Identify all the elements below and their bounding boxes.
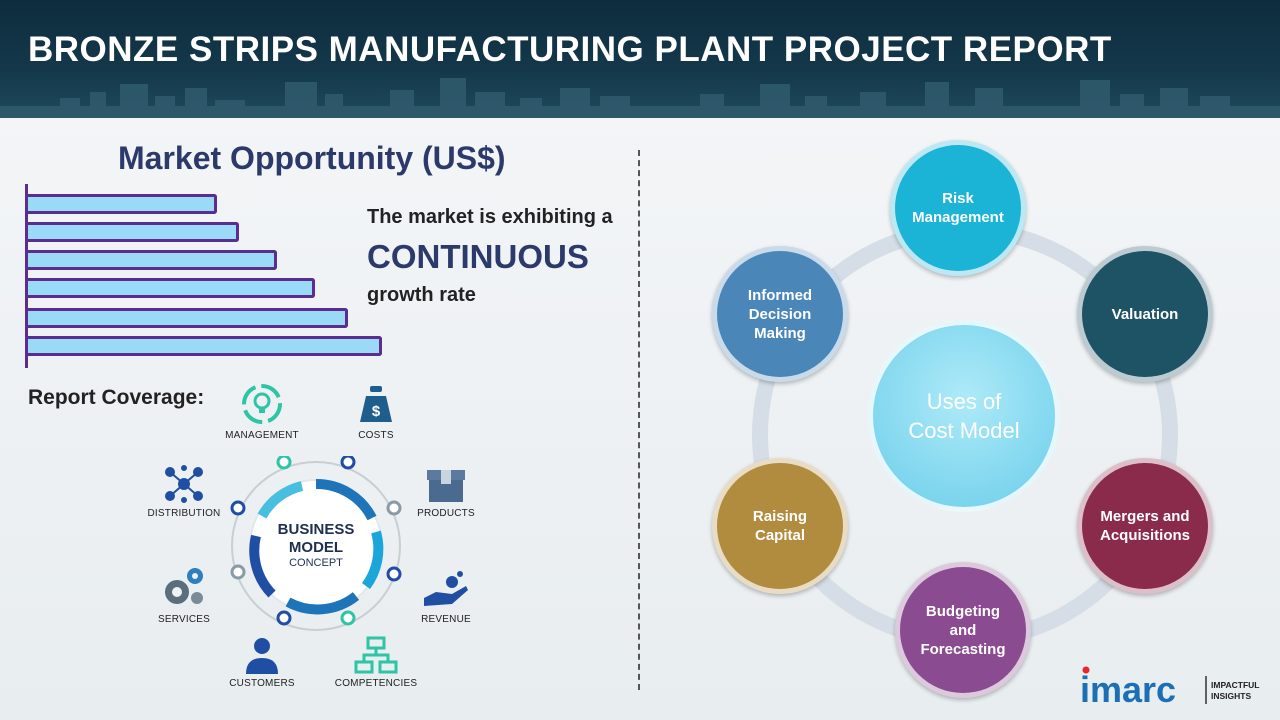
node-label: Risk: [942, 190, 974, 207]
box-icon: [427, 470, 465, 502]
header-banner: BRONZE STRIPS MANUFACTURING PLANT PROJEC…: [0, 0, 1280, 118]
market-opportunity-heading: Market Opportunity (US$): [118, 140, 506, 176]
person-icon: [246, 638, 278, 674]
bm-center-line3: CONCEPT: [289, 557, 343, 569]
coverage-item-distribution: DISTRIBUTION: [124, 464, 244, 519]
hand-coins-icon: [424, 571, 468, 606]
coverage-label: CUSTOMERS: [229, 678, 295, 689]
cost-model-center: Uses of Cost Model: [868, 320, 1060, 512]
coverage-label: COMPETENCIES: [334, 678, 418, 689]
logo-brand: imarc: [1080, 669, 1176, 710]
logo-tag1: IMPACTFUL: [1211, 680, 1259, 690]
coverage-item-competencies: COMPETENCIES: [316, 636, 436, 689]
market-bar: [28, 250, 277, 270]
node-label: Informed: [747, 286, 813, 304]
coverage-item-services: SERVICES: [124, 566, 244, 625]
business-model-ring: BUSINESS MODEL CONCEPT: [230, 454, 402, 631]
node-label: Management: [912, 209, 1004, 226]
logo-tag2: INSIGHTS: [1211, 691, 1251, 701]
coverage-label: DISTRIBUTION: [147, 508, 221, 519]
node-label: Acquisitions: [1099, 527, 1190, 544]
node-label: Mergers and: [1100, 508, 1190, 525]
svg-text:$: $: [372, 403, 381, 420]
coverage-label: SERVICES: [158, 614, 210, 625]
cost-model-center-line2: Cost Model: [908, 418, 1020, 443]
business-model-wheel: BUSINESS MODEL CONCEPT: [226, 454, 406, 636]
node-label: Making: [754, 324, 806, 342]
node-label: Decision: [748, 305, 812, 323]
cost-model-center-line1: Uses of: [926, 389, 1002, 414]
market-bar: [28, 222, 239, 242]
market-bar: [28, 308, 348, 328]
market-bar: [28, 194, 217, 214]
market-text-line1: The market is exhibiting a: [367, 206, 613, 228]
bm-center-line2: MODEL: [289, 539, 343, 556]
gears-icon: [165, 568, 203, 604]
network-icon: [165, 465, 203, 503]
node-label: Forecasting: [920, 640, 1006, 658]
coverage-item-products: PRODUCTS: [386, 468, 506, 519]
report-coverage-heading: Report Coverage:: [28, 386, 205, 409]
bm-center-line1: BUSINESS: [278, 521, 355, 538]
node-label: and: [949, 621, 977, 639]
bar-axis: [25, 184, 28, 368]
market-text-line3: growth rate: [367, 284, 476, 306]
coverage-item-customers: CUSTOMERS: [202, 636, 322, 689]
node-label: Valuation: [1111, 305, 1179, 323]
node-valuation: Valuation: [1077, 246, 1213, 382]
imarc-logo-graphic: imarc IMPACTFUL INSIGHTS: [1080, 666, 1259, 710]
node-label: Raising: [752, 508, 808, 525]
lightbulb-cycle-icon: [242, 384, 282, 424]
skyline-graphic: [0, 78, 1280, 118]
market-bar: [28, 336, 382, 356]
coverage-item-costs: $ COSTS: [316, 384, 436, 441]
page-title: BRONZE STRIPS MANUFACTURING PLANT PROJEC…: [28, 30, 1112, 69]
node-label: Budgeting: [925, 602, 1001, 620]
coverage-label: COSTS: [358, 430, 394, 441]
coverage-item-management: MANAGEMENT: [202, 382, 322, 441]
coverage-label: PRODUCTS: [417, 508, 475, 519]
market-bar: [28, 278, 315, 298]
money-bag-icon: $: [360, 386, 392, 422]
coverage-label: MANAGEMENT: [225, 430, 299, 441]
imarc-logo: imarc IMPACTFUL INSIGHTS: [1080, 662, 1260, 712]
market-text-continuous: CONTINUOUS: [367, 238, 589, 275]
coverage-label: REVENUE: [421, 614, 471, 625]
coverage-item-revenue: REVENUE: [386, 570, 506, 625]
section-divider: [638, 150, 640, 690]
market-bar-graphic: [25, 184, 405, 368]
org-chart-icon: [354, 636, 398, 674]
node-label: Capital: [754, 527, 805, 544]
